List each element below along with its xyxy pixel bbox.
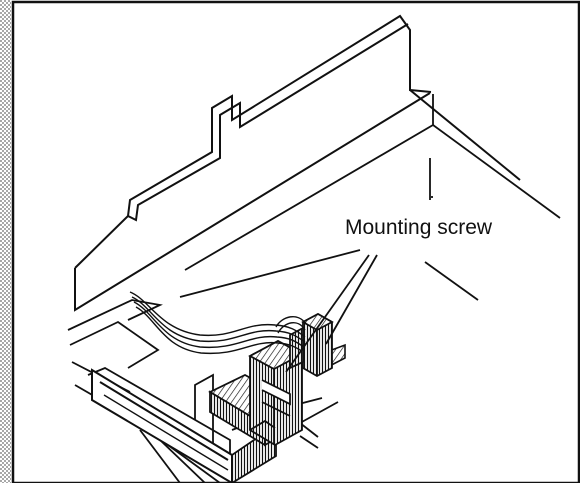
leader-line-1 xyxy=(325,254,378,345)
scan-edge-strip xyxy=(0,0,11,483)
wire-harness xyxy=(129,291,307,355)
chassis-shelf-lines xyxy=(179,94,561,301)
figure-border xyxy=(11,0,580,483)
callout-label-mounting-screw: Mounting screw xyxy=(345,216,493,239)
upper-panel xyxy=(74,14,521,312)
leader-line-2 xyxy=(285,254,370,373)
callout-leaders xyxy=(285,254,378,373)
